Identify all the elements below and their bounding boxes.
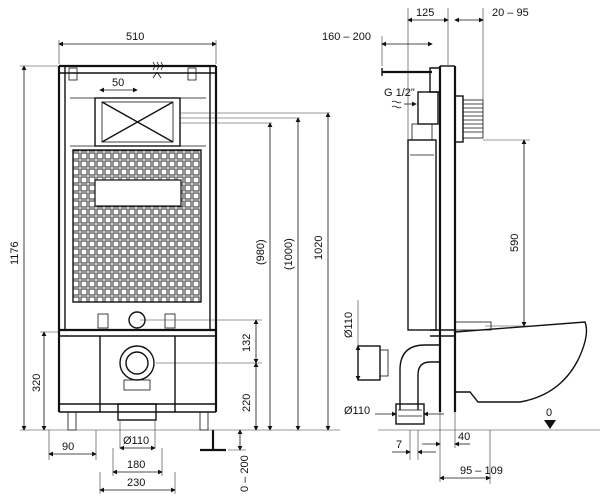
dim-50: 50 (112, 77, 124, 89)
side-view (357, 65, 600, 431)
front-view (20, 64, 340, 452)
side-dimensions: 125 20 – 95 160 – 200 G 1/2" 590 Ø110 Ø1… (322, 7, 556, 484)
cistern-grid (73, 150, 201, 302)
dim-230: 230 (127, 477, 145, 489)
dim-1020: 1020 (313, 236, 325, 260)
dim-7: 7 (396, 439, 402, 451)
dim-90: 90 (62, 441, 74, 453)
toilet-bowl (454, 321, 588, 403)
drain-outlet (119, 345, 155, 381)
dim-d110-side-top: Ø110 (343, 312, 355, 338)
dim-0-200: 0 – 200 (239, 455, 251, 492)
dim-1176: 1176 (9, 241, 21, 265)
dim-320: 320 (31, 374, 43, 392)
side-cistern (407, 139, 437, 331)
dim-20-95: 20 – 95 (492, 7, 529, 19)
dim-160-200: 160 – 200 (322, 31, 371, 43)
level-zero: 0 (546, 407, 552, 419)
dim-220: 220 (241, 394, 253, 412)
side-pipe-stub (357, 345, 381, 381)
dim-132: 132 (241, 334, 253, 352)
cistern-window (94, 179, 182, 207)
dim-180: 180 (127, 459, 145, 471)
dim-d110-front: Ø110 (123, 435, 149, 447)
label-g-half-inch: G 1/2" (384, 87, 415, 99)
dim-590: 590 (509, 234, 521, 252)
dim-510: 510 (126, 31, 144, 43)
dim-125: 125 (416, 7, 434, 19)
dim-40: 40 (458, 431, 470, 443)
front-dimensions: 510 50 1176 320 (980) (1000) 1020 132 22… (9, 31, 331, 494)
drain-bend (399, 344, 440, 410)
dim-980: (980) (255, 239, 267, 265)
flush-plate-opening (94, 97, 181, 147)
actuator-ribs (462, 99, 484, 139)
dim-d110-side-bottom: Ø110 (344, 405, 370, 417)
dim-95-109: 95 – 109 (460, 465, 503, 477)
dim-1000: (1000) (283, 238, 295, 270)
